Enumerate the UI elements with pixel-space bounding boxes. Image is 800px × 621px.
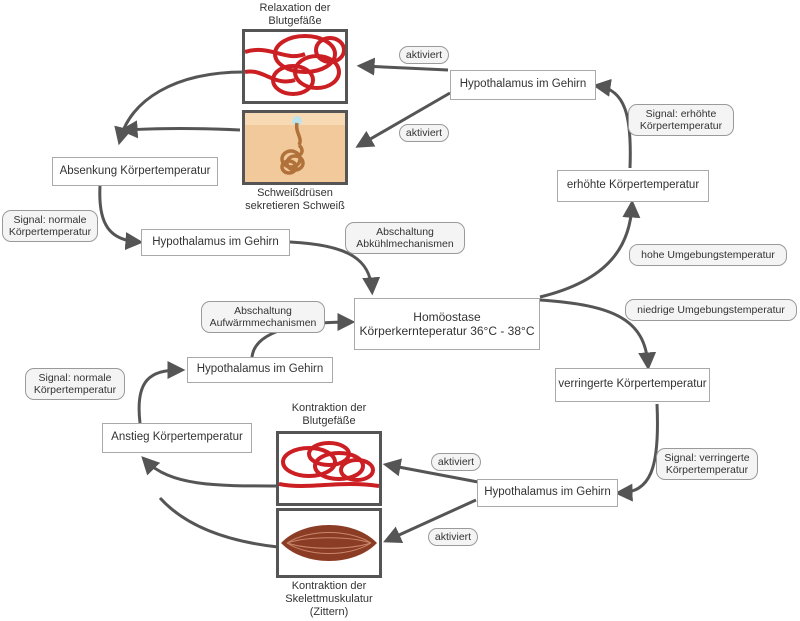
- node-increased-temp: erhöhte Körpertemperatur: [557, 170, 709, 202]
- node-decreased-temp: verringerte Körpertemperatur: [555, 368, 710, 402]
- vasodilation-picture: [242, 29, 348, 104]
- label-low-ambient: niedrige Umgebungstemperatur: [625, 299, 797, 321]
- sweat-gland-picture: [242, 110, 348, 185]
- constricted-vessels-icon: [279, 441, 379, 488]
- arrow-increased-to-hypothalamus: [592, 78, 632, 169]
- node-hypothalamus-left-top: Hypothalamus im Gehirn: [141, 229, 290, 256]
- sweat-gland-icon: [245, 113, 345, 175]
- caption-vasoconstriction: Kontraktion der Blutgefäße: [279, 402, 379, 429]
- vasoconstriction-picture: [276, 431, 382, 506]
- caption-shivering: Kontraktion der Skelettmuskulatur (Zitte…: [270, 580, 388, 620]
- label-high-ambient: hohe Umgebungstemperatur: [629, 244, 787, 266]
- arrow-effectors-to-rise: [141, 456, 277, 488]
- label-activated-2: aktiviert: [399, 124, 449, 142]
- label-shutdown-cooling: Abschaltung Abkühlmechanismen: [345, 222, 465, 254]
- label-signal-normal-top: Signal: normale Körpertemperatur: [2, 210, 98, 242]
- node-hypothalamus-top: Hypothalamus im Gehirn: [450, 70, 596, 100]
- node-hypothalamus-bottom: Hypothalamus im Gehirn: [477, 479, 618, 507]
- arrow-sweat-to-lowering: [119, 120, 241, 139]
- node-rise-temp: Anstieg Körpertemperatur: [102, 423, 252, 453]
- arrow-homeostasis-to-increased: [539, 199, 641, 299]
- label-signal-normal-bottom: Signal: normale Körpertemperatur: [25, 368, 125, 400]
- label-signal-decreased: Signal: verringerte Körpertemperatur: [656, 448, 758, 480]
- arrow-rise-to-hypothalamus: [137, 361, 186, 424]
- muscle-picture: [276, 508, 382, 578]
- arrow-homeostasis-to-decreased: [539, 298, 657, 371]
- arrow-muscle-to-rise: [158, 496, 279, 549]
- dilated-vessels-icon: [245, 34, 345, 96]
- node-lowering-temp: Absenkung Körpertemperatur: [52, 157, 218, 186]
- arrow-decreased-to-hypothalamus: [614, 403, 659, 502]
- label-signal-increased: Signal: erhöhte Körpertemperatur: [628, 104, 734, 136]
- caption-sweat: Schweißdrüsen sekretieren Schweiß: [236, 187, 354, 214]
- label-activated-1: aktiviert: [399, 46, 449, 64]
- caption-vasodilation: Relaxation der Blutgefäße: [245, 2, 345, 29]
- label-shutdown-warming: Abschaltung Aufwärmmechanismen: [201, 301, 325, 333]
- arrow-hypothalamus-to-sweat: [355, 91, 451, 148]
- label-activated-3: aktiviert: [431, 453, 481, 471]
- arrow-hypothalamus-to-shivering: [383, 498, 477, 543]
- node-homeostasis: Homöostase Körperkernteperatur 36°C - 38…: [354, 298, 540, 350]
- arrow-hypothalamus-to-homeostasis-top: [289, 240, 381, 296]
- muscle-icon: [281, 525, 377, 561]
- arrow-lowering-to-hypothalamus: [98, 185, 144, 251]
- node-hypothalamus-left-bottom: Hypothalamus im Gehirn: [187, 357, 333, 383]
- arrow-hypothalamus-to-vasoconstriction: [382, 458, 479, 484]
- label-activated-4: aktiviert: [428, 528, 478, 546]
- arrow-hypothalamus-to-vasodilation: [356, 57, 449, 76]
